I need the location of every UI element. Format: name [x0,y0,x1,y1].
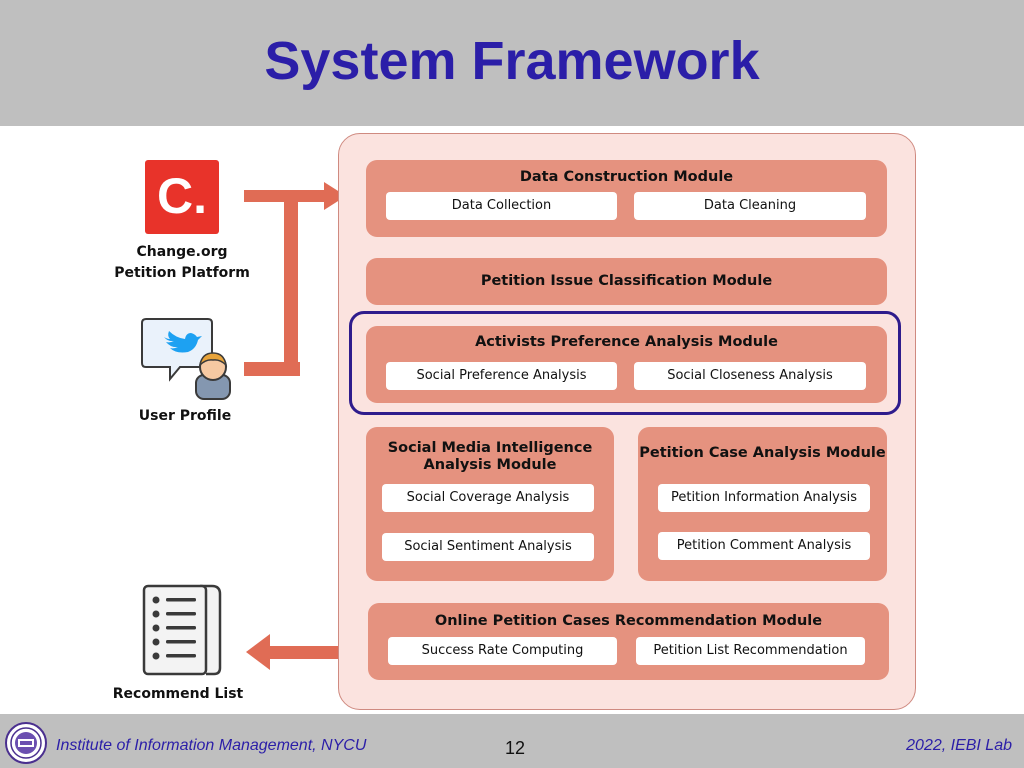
data-construction-module: Data Construction Module Data Collection… [366,160,887,237]
data-construction-title: Data Construction Module [519,169,734,185]
recommend-list-icon [142,584,222,676]
petition-information-box: Petition Information Analysis [658,484,870,512]
output-arrow-head-left [246,634,270,670]
petition-comment-box: Petition Comment Analysis [658,532,870,560]
arrow-head-right [324,182,346,210]
input-arrows [244,182,346,376]
petition-issue-title: Petition Issue Classification Module [480,273,773,289]
arrow-shaft [296,190,326,202]
change-org-logo: C. [145,160,219,234]
recommend-list-label: Recommend List [112,686,244,702]
arrow-vertical-segment [284,190,298,375]
petition-list-recommendation-box: Petition List Recommendation [636,637,865,665]
footer-institute: Institute of Information Management, NYC… [56,737,367,754]
footer-lab: 2022, IEBI Lab [906,737,1012,754]
success-rate-box: Success Rate Computing [388,637,617,665]
change-org-label: Change.org Petition Platform [100,242,264,284]
petition-issue-module: Petition Issue Classification Module [366,258,887,305]
user-profile-icon [141,318,231,400]
arrow-user-profile-segment [244,362,300,376]
social-media-title-line2: Analysis Module [423,457,557,473]
petition-case-module: Petition Case Analysis Module Petition I… [638,427,887,581]
online-recommendation-title: Online Petition Cases Recommendation Mod… [434,613,823,629]
social-preference-box: Social Preference Analysis [386,362,617,390]
online-recommendation-module: Online Petition Cases Recommendation Mod… [368,603,889,680]
social-coverage-box: Social Coverage Analysis [382,484,594,512]
highlight-border [349,311,901,415]
university-seal-icon [5,722,47,764]
data-collection-box: Data Collection [386,192,617,220]
activists-preference-module: Activists Preference Analysis Module Soc… [366,326,887,403]
change-org-logo-text: C. [157,168,207,224]
social-closeness-box: Social Closeness Analysis [634,362,866,390]
petition-case-title: Petition Case Analysis Module [639,445,886,461]
user-profile-label: User Profile [138,408,232,424]
social-media-title: Social Media Intelligence Analysis Modul… [366,440,614,474]
data-cleaning-box: Data Cleaning [634,192,866,220]
slide-title: System Framework [264,31,760,91]
social-media-module: Social Media Intelligence Analysis Modul… [366,427,614,581]
page-number: 12 [504,738,526,758]
activists-preference-title: Activists Preference Analysis Module [475,334,778,350]
output-arrow [246,634,350,670]
output-arrow-shaft [268,646,350,659]
title-bar [0,0,1024,126]
social-media-title-line1: Social Media Intelligence [387,440,593,456]
social-sentiment-box: Social Sentiment Analysis [382,533,594,561]
change-org-label-line2: Petition Platform [114,265,250,281]
footer-bar [0,714,1024,768]
change-org-label-line1: Change.org [136,244,228,260]
